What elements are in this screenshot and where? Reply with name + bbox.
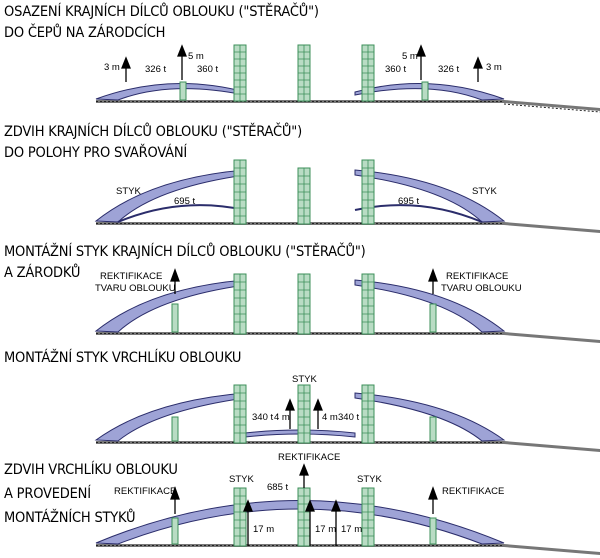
step-2-panel: ZDVIH KRAJNÍCH DÍLCŮ OBLOUKU ("STĚRAČŮ")…: [0, 118, 600, 238]
weight-label: 685 t: [267, 482, 289, 493]
tower-center: [297, 167, 311, 225]
lift-height-label: 17 m: [315, 524, 337, 535]
temporary-support-left: [171, 517, 179, 545]
joint-label: STYK: [292, 374, 317, 385]
lift-height-label: 5 m: [188, 51, 204, 62]
tower-left: [233, 487, 247, 547]
lift-arrows: [121, 44, 483, 82]
lift-height-label: 5 m: [402, 51, 418, 62]
tower-right: [361, 159, 375, 225]
tower-right: [361, 44, 375, 102]
rectification-label: REKTIFIKACE: [446, 271, 509, 282]
arch-shape-label: TVARU OBLOUKU: [441, 283, 522, 294]
arch-shape-label: TVARU OBLOUKU: [95, 283, 176, 294]
tower-left: [233, 384, 247, 444]
arch-segment-right: [354, 83, 505, 101]
step-1-heading-line-2: DO ČEPŮ NA ZÁRODCÍCH: [4, 25, 166, 41]
step-4-heading-line-1: MONTÁŽNÍ STYK VRCHLÍKU OBLOUKU: [4, 350, 242, 366]
temporary-support-right: [429, 416, 437, 442]
weight-label: 695 t: [398, 196, 420, 207]
step-5-heading-line-3: MONTÁŽNÍCH STYKŮ: [4, 510, 136, 526]
weight-label: 326 t: [145, 64, 167, 75]
step-5-heading-line-1: ZDVIH VRCHLÍKU OBLOUKU: [4, 462, 178, 478]
lift-height-label: 17 m: [253, 524, 275, 535]
weight-label: 326 t: [438, 64, 460, 75]
arch-segment-right: [354, 392, 506, 442]
joint-label: STYK: [472, 186, 497, 197]
tower-left: [233, 159, 247, 225]
joint-label: STYK: [357, 474, 382, 485]
tower-left: [233, 273, 247, 335]
step-1-diagram: [95, 44, 600, 113]
temporary-support-left: [171, 416, 179, 442]
arch-segment-left: [94, 392, 246, 442]
tower-right: [361, 273, 375, 335]
tower-center: [297, 487, 311, 547]
deck: [96, 222, 600, 233]
step-2-heading-line-2: DO POLOHY PRO SVAŘOVÁNÍ: [4, 145, 188, 161]
temporary-support-right: [429, 303, 437, 333]
lift-arrows: [170, 463, 438, 546]
step-3-panel: MONTÁŽNÍ STYK KRAJNÍCH DÍLCŮ OBLOUKU ("S…: [0, 236, 600, 348]
tower-right: [361, 487, 375, 547]
tower-center: [297, 384, 311, 444]
tower-center: [297, 273, 311, 335]
lift-height-label: 4 m: [274, 412, 290, 423]
arch-segment-right: [354, 279, 506, 333]
step-2-diagram: [94, 159, 600, 233]
weight-label: 360 t: [385, 64, 407, 75]
temporary-support-right: [421, 81, 429, 101]
step-5-panel: ZDVIH VRCHLÍKU OBLOUKU A PROVEDENÍ MONTÁ…: [0, 448, 600, 558]
rectification-label: REKTIFIKACE: [114, 486, 177, 497]
joint-label: STYK: [229, 474, 254, 485]
tower-right: [361, 384, 375, 444]
temporary-support-right: [429, 517, 437, 545]
weight-label: 695 t: [174, 196, 196, 207]
joint-label: STYK: [116, 186, 141, 197]
step-4-diagram: [94, 384, 600, 452]
temporary-support-left: [179, 81, 187, 101]
rectification-arrows: [170, 268, 438, 294]
weight-label: 340 t: [338, 412, 360, 423]
step-3-heading-line-2: A ZÁRODKŮ: [4, 265, 81, 281]
step-1-panel: OSAZENÍ KRAJNÍCH DÍLCŮ OBLOUKU ("STĚRAČŮ…: [0, 0, 600, 113]
deck: [96, 544, 600, 555]
weight-label: 360 t: [197, 64, 219, 75]
step-3-heading-line-1: MONTÁŽNÍ STYK KRAJNÍCH DÍLCŮ OBLOUKU ("S…: [4, 244, 366, 260]
lift-height-label: 17 m: [341, 524, 363, 535]
weight-label: 340 t: [252, 412, 274, 423]
step-5-diagram: [95, 463, 600, 555]
step-5-heading-line-2: A PROVEDENÍ: [4, 486, 91, 502]
rectification-label: REKTIFIKACE: [278, 452, 341, 463]
deck: [96, 100, 600, 113]
step-1-heading-line-1: OSAZENÍ KRAJNÍCH DÍLCŮ OBLOUKU ("STĚRAČŮ…: [4, 4, 319, 20]
temporary-support-left: [171, 303, 179, 333]
lift-height-label: 3 m: [486, 62, 502, 73]
tower-left: [233, 44, 247, 102]
tower-center: [297, 44, 311, 102]
step-4-panel: MONTÁŽNÍ STYK VRCHLÍKU OBLOUKU: [0, 345, 600, 455]
lift-height-label: 3 m: [104, 62, 120, 73]
arch-segment-left: [95, 83, 246, 101]
rectification-label: REKTIFIKACE: [100, 271, 163, 282]
arch-full: [95, 500, 505, 545]
lift-height-label: 4 m: [322, 412, 338, 423]
deck: [96, 332, 600, 343]
rectification-label: REKTIFIKACE: [442, 486, 505, 497]
step-3-diagram: [94, 268, 600, 343]
lift-arrows: [285, 398, 323, 429]
step-2-heading-line-1: ZDVIH KRAJNÍCH DÍLCŮ OBLOUKU ("STĚRAČŮ"): [4, 124, 302, 140]
